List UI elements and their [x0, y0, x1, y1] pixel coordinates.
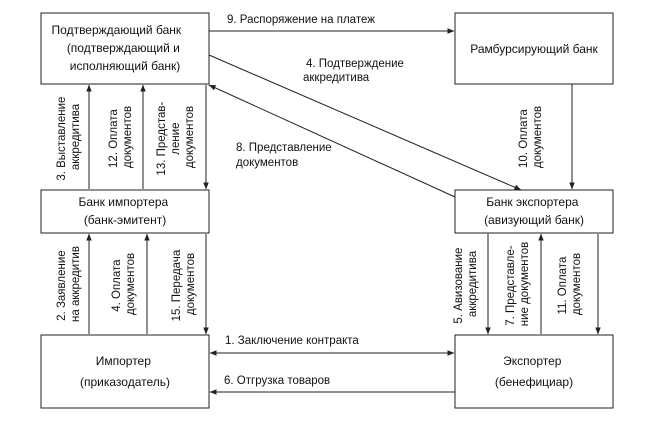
edge-13-label-1: 13. Представ-	[156, 101, 168, 175]
importer-bank-line-1: Банк импортера	[78, 195, 168, 209]
confirming-bank-line-2: (подтверждающий и	[67, 41, 180, 55]
edge-3-label-1: 3. Выставление	[56, 97, 68, 181]
edge-6-label: 6. Отгрузка товаров	[224, 375, 330, 387]
edge-7-label-1: 7. Представле-	[505, 245, 517, 326]
svg-text:Банк экспортера (авизующ: Банк экспортера (авизующий банк)	[484, 195, 584, 227]
edge-14-label-2: документов	[125, 253, 137, 315]
edge-4-label-1: 4. Подтверждение	[306, 58, 404, 70]
svg-text:10. Оплата документов: 10. Оплата документов	[518, 106, 544, 168]
svg-text:7. Представле- ние докум: 7. Представле- ние документов	[505, 242, 531, 327]
edge-3: 3. Выставление аккредитива	[56, 84, 92, 189]
exporter-line-2: (бенефициар)	[495, 375, 573, 389]
edge-9: 9. Распоряжение на платеж	[209, 14, 455, 34]
exporter-bank-line-2: (авизующий банк)	[484, 213, 584, 227]
edge-11-label-1: 11. Оплата	[557, 256, 569, 314]
confirming-bank-node: Подтверждающий банк (подтверждающий и ис…	[40, 12, 210, 85]
svg-text:3. Выставление аккредити: 3. Выставление аккредитива	[56, 93, 82, 180]
edge-15-label-2: документов	[185, 253, 197, 315]
svg-text:4. Оплата документов: 4. Оплата документов	[111, 253, 137, 315]
edge-13-label-2: ление	[170, 122, 182, 154]
edge-5-label-1: 5. Авизование	[453, 248, 465, 324]
edge-6: 6. Отгрузка товаров	[209, 375, 455, 395]
svg-text:Подтверждающий банк (под: Подтверждающий банк (подтверждающий и ис…	[52, 23, 185, 73]
svg-text:6. Отгрузка товаров: 6. Отгрузка товаров	[224, 375, 330, 387]
edge-9-label: 9. Распоряжение на платеж	[227, 14, 375, 26]
exporter-node: Экспортер (бенефициар)	[454, 334, 614, 409]
edge-15: 15. Передача документов	[171, 234, 209, 335]
confirming-bank-line-3: исполняющий банк)	[70, 59, 181, 73]
svg-text:9. Распоряжение на платеж: 9. Распоряжение на платеж	[227, 14, 375, 26]
svg-text:13. Представ- ление: 13. Представ- ление документов	[156, 98, 196, 175]
svg-text:Банк импортера (банк-эми: Банк импортера (банк-эмитент)	[78, 195, 171, 227]
edge-12: 12. Оплата документов	[108, 84, 146, 189]
edge-1: 1. Заключение контракта	[209, 335, 455, 356]
svg-text:Импортер (приказодатель): Импортер (приказодатель)	[80, 354, 170, 389]
exporter-bank-node: Банк экспортера (авизующий банк)	[454, 189, 614, 234]
edge-13: 13. Представ- ление документов	[156, 85, 209, 190]
svg-text:5. Авизование аккредитив: 5. Авизование аккредитива	[453, 244, 479, 323]
svg-text:12. Оплата документов: 12. Оплата документов	[108, 106, 134, 168]
edge-12-label-1: 12. Оплата	[108, 109, 120, 168]
edge-15-label-1: 15. Передача	[171, 249, 183, 321]
importer-bank-node: Банк импортера (банк-эмитент)	[40, 189, 210, 234]
edge-14: 4. Оплата документов	[111, 233, 150, 334]
edge-2-label-2: на аккредитив	[70, 246, 82, 322]
edge-2: 2. Заявление на аккредитив	[56, 233, 92, 334]
edge-8: 8. Представление документов	[208, 84, 456, 198]
exporter-bank-line-1: Банк экспортера	[486, 195, 579, 209]
confirming-bank-line-1: Подтверждающий банк	[52, 23, 182, 37]
svg-text:1. Заключение контракта: 1. Заключение контракта	[225, 335, 359, 347]
edge-10-label-2: документов	[532, 106, 544, 168]
edge-8-label-1: 8. Представление	[236, 142, 332, 154]
reimbursing-bank-line-1: Рамбурсирующий банк	[470, 42, 598, 56]
svg-text:15. Передача документов: 15. Передача документов	[171, 247, 197, 322]
edge-10: 10. Оплата документов	[518, 84, 575, 190]
svg-text:2. Заявление на аккредит: 2. Заявление на аккредитив	[56, 246, 82, 322]
exporter-line-1: Экспортер	[503, 354, 562, 368]
edge-3-label-2: аккредитива	[70, 103, 82, 170]
edge-14-label-1: 4. Оплата	[111, 259, 123, 312]
edge-7: 7. Представле- ние документов	[505, 233, 544, 334]
importer-line-2: (приказодатель)	[80, 375, 170, 389]
edge-12-label-2: документов	[122, 106, 134, 168]
edge-1-label: 1. Заключение контракта	[225, 335, 359, 347]
importer-node: Импортер (приказодатель)	[40, 334, 210, 409]
edge-8-label-2: документов	[236, 157, 298, 169]
edge-11-label-2: документов	[571, 253, 583, 315]
edge-10-label-1: 10. Оплата	[518, 109, 530, 168]
edge-11: 11. Оплата документов	[557, 234, 601, 335]
svg-text:8. Представление докумен: 8. Представление документов	[236, 142, 335, 169]
importer-line-1: Импортер	[96, 354, 151, 368]
edge-5: 5. Авизование аккредитива	[453, 234, 491, 335]
edge-5-label-2: аккредитива	[467, 250, 479, 317]
importer-bank-line-2: (банк-эмитент)	[84, 213, 166, 227]
svg-text:Экспортер (бенефициар): Экспортер (бенефициар)	[495, 354, 573, 389]
reimbursing-bank-node: Рамбурсирующий банк	[454, 12, 614, 85]
edge-4: 4. Подтверждение аккредитива	[208, 54, 522, 191]
edge-7-label-2: ние документов	[519, 242, 531, 327]
edge-4-label-2: аккредитива	[303, 72, 370, 84]
svg-text:Рамбурсирующий банк: Рамбурсирующий банк	[470, 42, 598, 56]
svg-text:4. Подтверждение аккреди: 4. Подтверждение аккредитива	[303, 58, 407, 84]
svg-text:11. Оплата документов: 11. Оплата документов	[557, 253, 583, 315]
edge-2-label-1: 2. Заявление	[56, 250, 68, 320]
edge-13-label-3: документов	[184, 106, 196, 168]
